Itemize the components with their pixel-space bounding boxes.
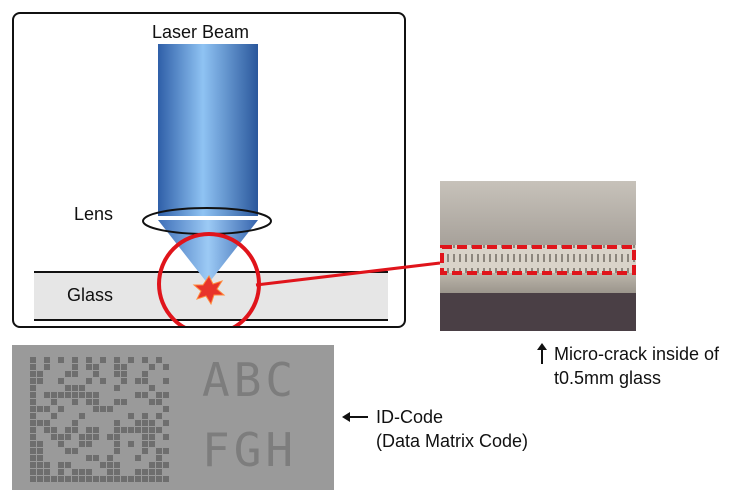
sample-text-row1: ABC — [202, 353, 298, 407]
laser-beam — [158, 44, 258, 216]
connector-line — [255, 261, 441, 287]
lens-label: Lens — [74, 204, 114, 224]
crack-burst-icon — [192, 275, 226, 306]
microcrack-highlight-box — [440, 245, 636, 275]
arrow-up-icon — [534, 343, 550, 365]
id-code-caption-line1: ID-Code — [376, 407, 444, 427]
microcrack-photo — [440, 181, 636, 331]
glass-label: Glass — [67, 285, 114, 305]
id-code-caption-line2: (Data Matrix Code) — [376, 431, 529, 451]
focused-cone — [158, 220, 258, 284]
microcrack-image — [440, 181, 636, 331]
microcrack-caption-line1: Micro-crack inside of — [554, 344, 720, 364]
laser-diagram-panel — [12, 12, 406, 328]
data-matrix-code — [30, 357, 169, 482]
arrow-left-icon — [342, 410, 368, 424]
laser-schematic — [34, 44, 388, 326]
laser-beam-label: Laser Beam — [152, 22, 250, 42]
sample-text-row2: FGH — [202, 423, 298, 477]
microcrack-caption-line2: t0.5mm glass — [554, 368, 662, 388]
id-code-caption: ID-Code (Data Matrix Code) — [376, 405, 528, 453]
microcrack-caption: Micro-crack inside of t0.5mm glass — [554, 342, 719, 390]
id-code-photo: ABC FGH — [12, 345, 334, 490]
